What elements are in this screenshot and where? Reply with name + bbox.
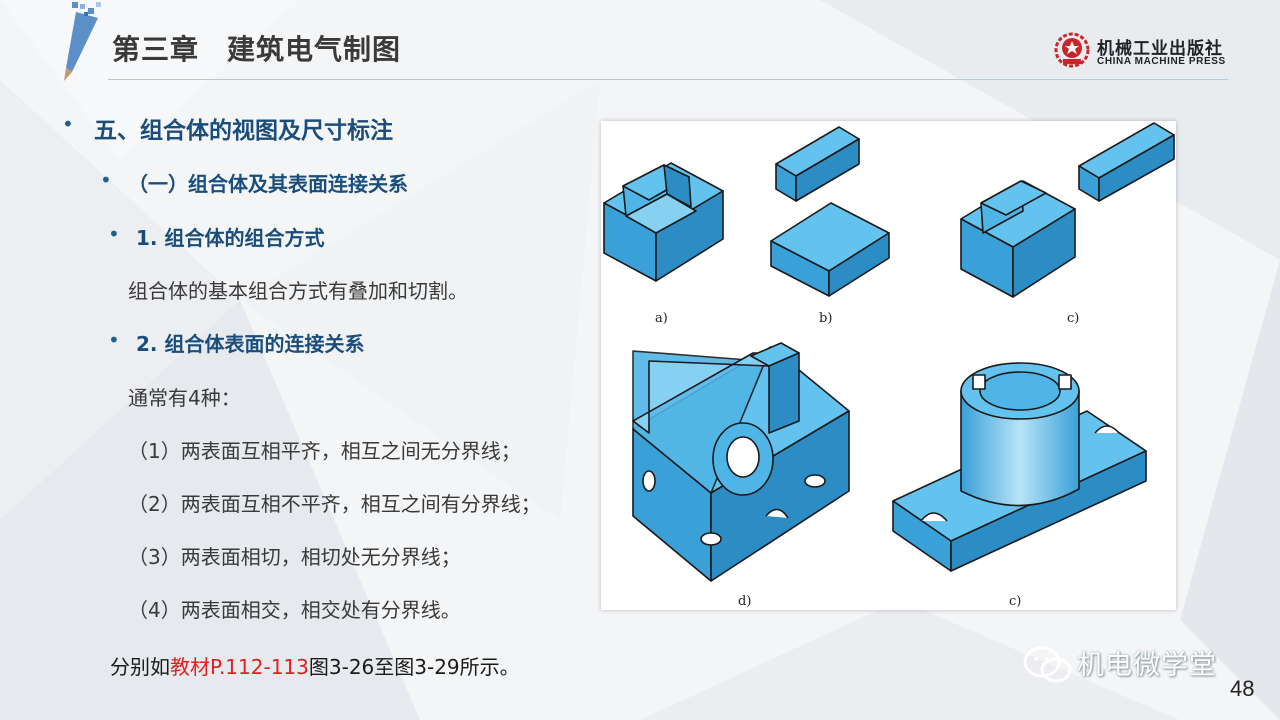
watermark-text: 机电微学堂 (1077, 650, 1217, 681)
ref-highlight: 教材P.112-113 (170, 655, 309, 679)
section-heading: 五、组合体的视图及尺寸标注 (94, 118, 393, 144)
rect-block-icon (775, 126, 860, 202)
bullet-icon: • (62, 112, 74, 136)
figure-label-d: d) (738, 594, 752, 609)
figure-label-c: c) (1067, 311, 1080, 326)
rect-block-icon (770, 202, 890, 297)
list-item: （3）两表面相切，相切处无分界线； (128, 545, 461, 569)
bullet-icon: • (100, 168, 112, 192)
figure-label-a: a) (655, 311, 668, 326)
press-name-en: CHINA MACHINE PRESS (1097, 56, 1226, 67)
figure-label-e: c) (1009, 594, 1022, 609)
l-block-icon (960, 180, 1076, 298)
list-item: （4）两表面相交，相交处有分界线。 (128, 598, 461, 622)
figure-label-b: b) (819, 311, 833, 326)
combination-text: 组合体的基本组合方式有叠加和切割。 (128, 279, 468, 303)
bullet-icon: • (108, 328, 120, 352)
press-logo-icon (1054, 32, 1090, 68)
page-number: 48 (1230, 676, 1255, 701)
cylinder-base-icon (892, 362, 1147, 572)
bullet-icon: • (108, 222, 120, 246)
chapter-label: 第三章 (112, 33, 200, 66)
rect-block-icon (1078, 122, 1175, 202)
topic-heading-1: 1. 组合体的组合方式 (136, 226, 325, 250)
intro-text: 通常有4种： (128, 386, 241, 410)
figure-drawings (603, 122, 1175, 582)
textbook-reference: 分别如教材P.112-113图3-26至图3-29所示。 (110, 651, 520, 680)
bracket-part-icon (632, 342, 850, 582)
topic-heading-2: 2. 组合体表面的连接关系 (136, 332, 365, 356)
l-block-icon (603, 162, 724, 282)
figure-panel: a) b) c) d) c) (601, 121, 1176, 610)
list-item: （1）两表面互相平齐，相互之间无分界线； (128, 439, 521, 463)
pencil-logo-icon (64, 2, 101, 81)
press-name-cn: 机械工业出版社 (1097, 39, 1223, 59)
ref-suffix: 图3-26至图3-29所示。 (308, 655, 520, 679)
page-title: 第三章建筑电气制图 (112, 28, 401, 68)
list-item: （2）两表面互相不平齐，相互之间有分界线； (128, 492, 541, 516)
wechat-icon (1023, 646, 1072, 683)
subsection-heading: （一）组合体及其表面连接关系 (128, 172, 408, 196)
header-divider (108, 79, 1228, 80)
ref-prefix: 分别如 (110, 655, 170, 679)
chapter-title: 建筑电气制图 (227, 33, 402, 66)
